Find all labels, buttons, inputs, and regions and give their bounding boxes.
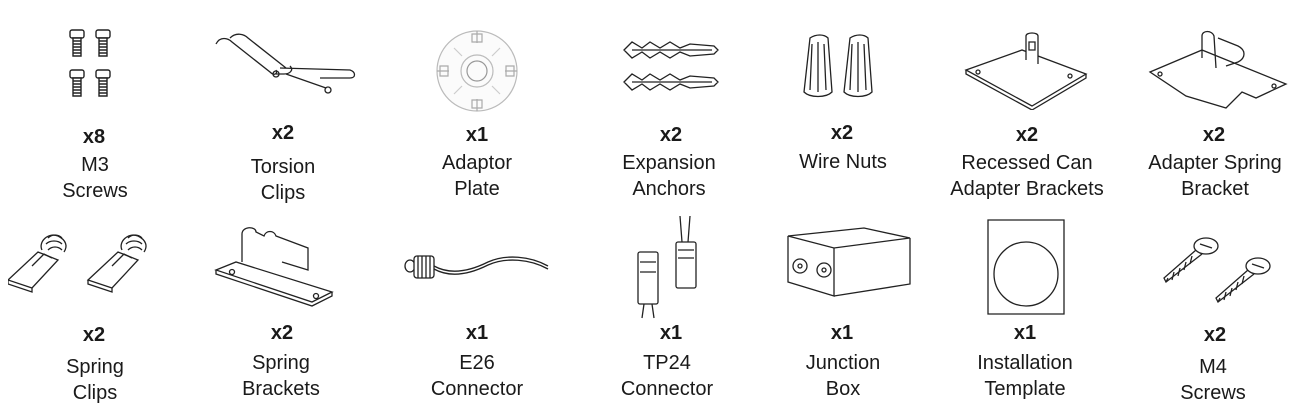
item-label-line: Clips: [72, 382, 118, 404]
item-label: Installation Template: [930, 350, 1120, 402]
m4-screws-icon: [1160, 234, 1286, 310]
item-label-line: Spring: [252, 352, 310, 374]
junction-box-icon: [784, 224, 914, 300]
m3-screws-icon: [64, 28, 124, 108]
item-label-line: Clips: [260, 182, 306, 204]
installation-template-icon: [986, 218, 1066, 316]
item-label-line: Spring: [66, 356, 124, 378]
item-qty: x8: [82, 126, 106, 148]
item-label-line: Installation: [977, 352, 1073, 374]
item-qty: x2: [1015, 124, 1039, 146]
item-label-line: Brackets: [242, 378, 320, 400]
recessed-can-bracket-icon: [962, 30, 1092, 110]
item-label-line: Adapter Spring: [1148, 152, 1282, 174]
item-qty: x2: [1202, 124, 1226, 146]
item-label: Adapter Spring Bracket: [1120, 150, 1304, 202]
item-label-line: E26: [459, 352, 495, 374]
item-qty: x1: [465, 322, 489, 344]
item-qty: x1: [465, 124, 489, 146]
item-label-line: Torsion: [250, 156, 316, 178]
item-label-line: Adapter Brackets: [950, 178, 1104, 200]
item-label: Junction Box: [748, 350, 938, 402]
item-label-line: Connector: [430, 378, 524, 400]
item-qty: x2: [659, 124, 683, 146]
item-qty: x2: [830, 122, 854, 144]
item-label: TP24 Connector: [572, 350, 762, 402]
item-label: Spring Clips: [0, 354, 190, 406]
item-label: Recessed Can Adapter Brackets: [932, 150, 1122, 202]
item-label-line: TP24: [643, 352, 691, 374]
e26-connector-icon: [402, 236, 552, 296]
wire-nuts-icon: [800, 34, 880, 100]
item-label-line: Junction: [805, 352, 881, 374]
item-label-line: M4: [1199, 356, 1227, 378]
item-label: Torsion Clips: [188, 154, 378, 206]
item-qty: x2: [270, 322, 294, 344]
item-qty: x2: [1203, 324, 1227, 346]
item-label-line: Template: [984, 378, 1066, 400]
item-label: Wire Nuts: [748, 149, 938, 175]
spring-clips-icon: [8, 226, 178, 306]
item-label-line: Connector: [620, 378, 714, 400]
item-label-line: Wire Nuts: [799, 151, 887, 173]
item-label-line: M3: [81, 154, 109, 176]
item-label-line: Adaptor: [441, 152, 513, 174]
tp24-connector-icon: [626, 214, 706, 320]
spring-brackets-icon: [212, 222, 340, 314]
item-qty: x1: [830, 322, 854, 344]
adapter-spring-bracket-icon: [1146, 28, 1296, 112]
item-label-line: Bracket: [1181, 178, 1249, 200]
item-label-line: Screws: [1180, 382, 1246, 404]
item-label-line: Screws: [62, 180, 128, 202]
adaptor-plate-icon: [434, 28, 520, 114]
item-label: M3 Screws: [0, 152, 190, 204]
item-label: Spring Brackets: [186, 350, 376, 402]
expansion-anchors-icon: [618, 36, 724, 102]
item-label-line: Box: [825, 378, 861, 400]
item-label: E26 Connector: [382, 350, 572, 402]
item-label: Adaptor Plate: [382, 150, 572, 202]
item-label-line: Recessed Can: [961, 152, 1093, 174]
torsion-clips-icon: [210, 30, 360, 100]
item-qty: x1: [1013, 322, 1037, 344]
item-qty: x2: [271, 122, 295, 144]
item-label-line: Expansion: [622, 152, 716, 174]
item-qty: x2: [82, 324, 106, 346]
item-label-line: Anchors: [632, 178, 706, 200]
item-label: M4 Screws: [1118, 354, 1304, 406]
item-label: Expansion Anchors: [574, 150, 764, 202]
item-label-line: Plate: [454, 178, 500, 200]
item-qty: x1: [659, 322, 683, 344]
